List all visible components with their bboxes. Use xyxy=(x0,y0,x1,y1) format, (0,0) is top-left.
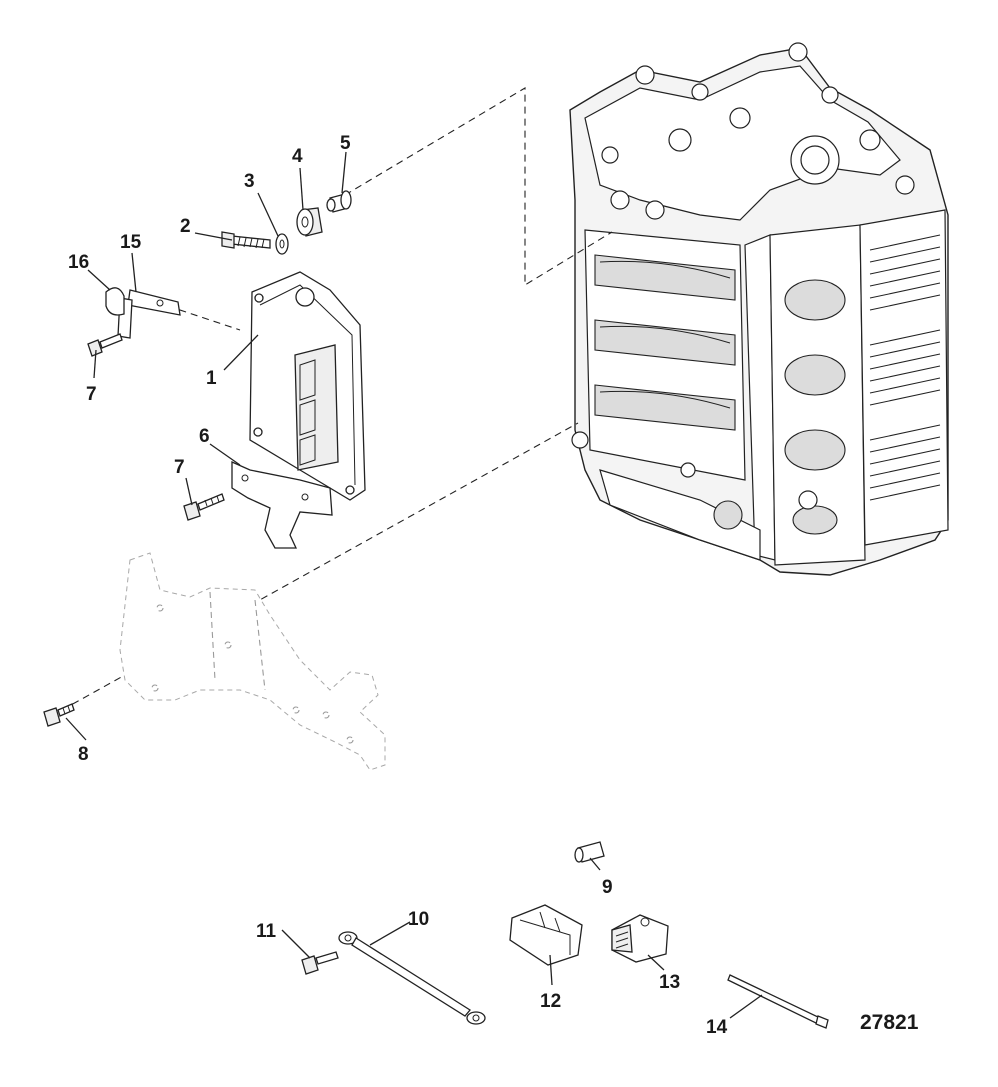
reference-bracket-ghost xyxy=(119,552,386,771)
callout-8: 8 xyxy=(78,744,89,765)
screw-8 xyxy=(43,703,75,727)
bracket-15 xyxy=(117,289,181,339)
callout-7-lower: 7 xyxy=(174,457,185,478)
screw-2 xyxy=(221,231,271,249)
callout-12: 12 xyxy=(540,991,561,1012)
leader-lines xyxy=(65,151,763,1019)
ecm-module xyxy=(249,271,366,501)
clip-16 xyxy=(105,287,125,316)
callout-labels: 1 2 3 4 5 6 7 7 8 9 10 11 12 13 14 15 16 xyxy=(68,133,728,1038)
bracket-6 xyxy=(231,460,333,549)
callout-6: 6 xyxy=(199,426,210,447)
cable-tie-14 xyxy=(727,974,829,1029)
sleeve-9 xyxy=(574,841,605,863)
washer-3 xyxy=(275,233,289,255)
sleeve-5 xyxy=(326,190,352,213)
callout-16: 16 xyxy=(68,252,89,273)
callout-7-upper: 7 xyxy=(86,384,97,405)
screw-7-lower xyxy=(183,493,225,521)
grommet-4 xyxy=(296,207,323,237)
callout-14: 14 xyxy=(706,1017,728,1038)
diagram-part-number: 27821 xyxy=(860,1011,919,1034)
cylinder-block xyxy=(569,42,949,576)
ground-strap-10 xyxy=(338,931,486,1025)
connector-12 xyxy=(509,904,583,966)
callout-10: 10 xyxy=(408,909,429,930)
callout-4: 4 xyxy=(292,146,303,167)
callout-15: 15 xyxy=(120,232,142,253)
callout-5: 5 xyxy=(340,133,351,154)
callout-13: 13 xyxy=(659,972,680,993)
screw-11 xyxy=(301,951,339,975)
callout-9: 9 xyxy=(602,877,613,898)
callout-3: 3 xyxy=(244,171,255,192)
screw-7-upper xyxy=(87,333,123,357)
callout-2: 2 xyxy=(180,216,191,237)
callout-1: 1 xyxy=(206,368,217,389)
connector-13 xyxy=(611,914,669,963)
callout-11: 11 xyxy=(256,921,277,942)
